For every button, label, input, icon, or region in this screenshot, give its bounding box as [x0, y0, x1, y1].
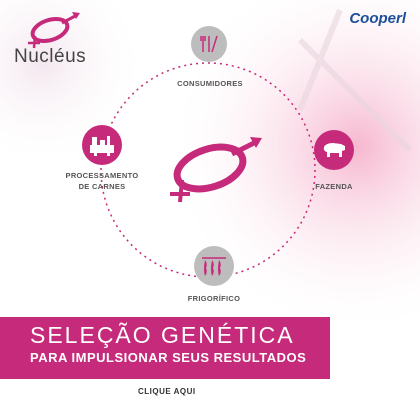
- cycle-dashed-circle: [100, 62, 316, 278]
- meat-cuts-icon: [202, 257, 226, 276]
- brand-name: Nucléus: [14, 46, 87, 67]
- banner-title: SELEÇÃO GENÉTICA: [30, 322, 295, 348]
- frigorifico-node[interactable]: [194, 246, 234, 286]
- nucleus-logo-icon: [28, 12, 80, 49]
- processamento-label-line2: DE CARNES: [78, 182, 126, 191]
- processamento-label-line1: PROCESSAMENTO: [65, 171, 139, 180]
- fazenda-label: FAZENDA: [315, 182, 353, 191]
- factory-icon: [90, 136, 114, 156]
- partner-logo: Cooperl: [349, 10, 406, 27]
- frigorifico-label: FRIGORÍFICO: [187, 294, 241, 303]
- processamento-label: PROCESSAMENTO DE CARNES: [56, 170, 148, 192]
- banner-subtitle: PARA IMPULSIONAR SEUS RESULTADOS: [30, 350, 307, 365]
- consumidores-label: CONSUMIDORES: [177, 79, 243, 88]
- processamento-node[interactable]: [82, 125, 122, 165]
- pig-icon: [323, 143, 345, 157]
- headline-banner: [0, 317, 330, 379]
- fazenda-node[interactable]: [314, 130, 354, 170]
- cutlery-icon: [200, 35, 218, 53]
- consumidores-node[interactable]: [191, 26, 227, 62]
- cta-link[interactable]: CLIQUE AQUI: [138, 387, 196, 396]
- center-nucleus-icon: [170, 137, 262, 203]
